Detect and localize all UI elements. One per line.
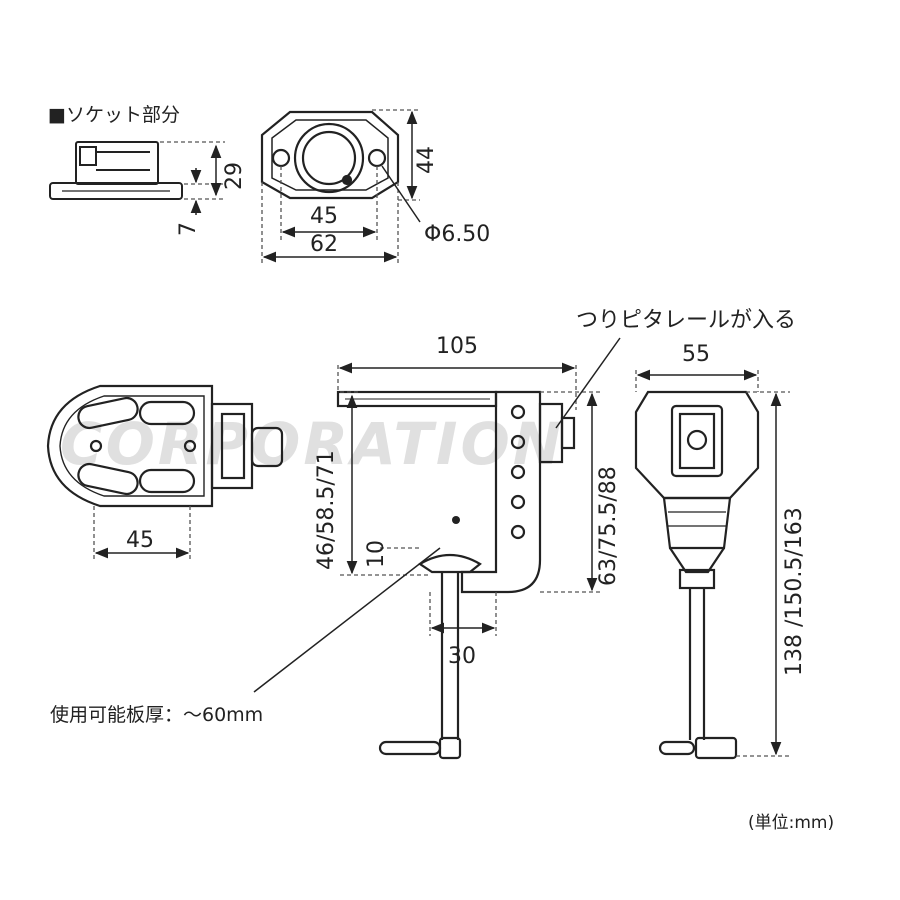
rail-note: つりピタレールが入る	[576, 308, 797, 333]
side-width-label: 55	[682, 342, 710, 367]
unit-label: (単位:mm)	[748, 813, 835, 833]
socket-hole-spacing-label: 45	[310, 204, 338, 229]
clamp-height-label: 46/58.5/71	[314, 450, 339, 570]
socket-top-dims	[261, 109, 420, 265]
socket-height-label: 29	[222, 162, 247, 190]
front-spacing-label: 45	[126, 528, 154, 553]
socket-side-view	[49, 141, 183, 200]
thickness-note: 使用可能板厚：～60mm	[50, 704, 264, 726]
rail-height-label: 63/75.5/88	[596, 466, 621, 586]
clamp-top-view	[46, 384, 284, 508]
socket-title: ■ソケット部分	[48, 104, 180, 126]
thickness-point	[452, 516, 460, 524]
socket-top-height-label: 44	[414, 146, 439, 174]
socket-side-dims	[160, 141, 225, 200]
jaw-width-label: 30	[448, 644, 476, 669]
total-height-label: 138 /150.5/163	[782, 507, 807, 676]
socket-hole-diameter-label: Φ6.50	[424, 222, 491, 247]
plate-width-label: 105	[436, 334, 478, 359]
clamp-side-view	[336, 390, 576, 760]
socket-width-label: 62	[310, 232, 338, 257]
socket-base-label: 7	[176, 222, 201, 236]
socket-top-view	[260, 110, 400, 200]
small-dim-label: 10	[364, 540, 389, 568]
clamp-rear-view	[634, 390, 760, 760]
